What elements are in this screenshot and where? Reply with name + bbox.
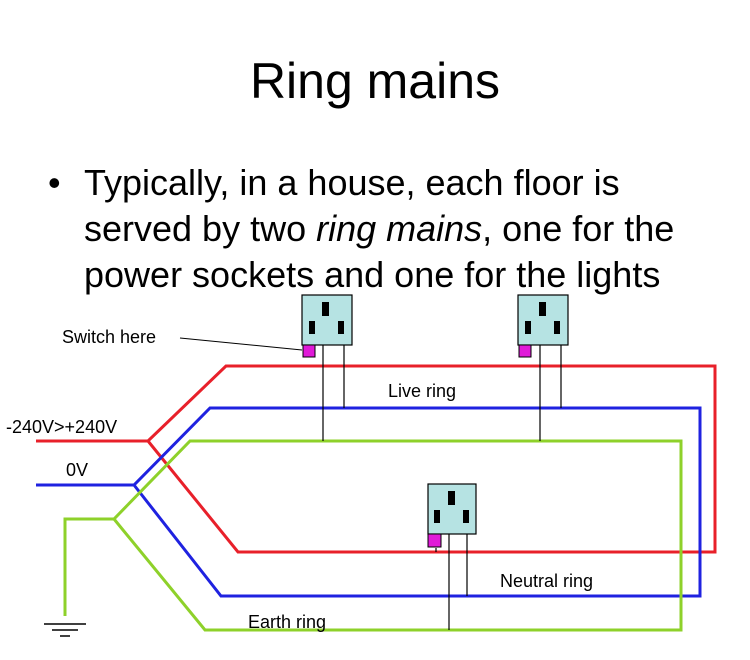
pin-icon [463, 510, 469, 523]
socket-top-left [301, 294, 353, 358]
pin-icon [554, 321, 560, 334]
neutral-ring-wire [36, 406, 702, 598]
pin-icon [338, 321, 344, 334]
switch-label: Switch here [62, 327, 156, 347]
live-ring-wire [36, 364, 717, 554]
earth-ground-symbol [44, 623, 86, 637]
neutral-ring-label: Neutral ring [500, 571, 593, 591]
switch-icon [427, 533, 442, 548]
supply-neutral-label: 0V [66, 460, 88, 480]
socket-connection-wires [322, 344, 562, 630]
bullet-line-1: Typically, in a house, each floor is [84, 162, 620, 203]
switch-icon [518, 344, 532, 358]
earth-ring-label: Earth ring [248, 612, 326, 632]
switch-pointer-line [179, 337, 303, 351]
slide-title: Ring mains [249, 53, 501, 109]
pin-icon [525, 321, 531, 334]
bullet-line-3: power sockets and one for the lights [84, 254, 661, 295]
ring-mains-emphasis: ring mains [316, 208, 483, 249]
pin-icon [309, 321, 315, 334]
bullet-line-2: served by two ring mains, one for the [84, 206, 674, 252]
pin-icon [434, 510, 440, 523]
socket-bottom [427, 483, 477, 548]
socket-top-right [517, 294, 569, 358]
earth-ring-wire [63, 439, 683, 632]
live-ring-label: Live ring [388, 381, 456, 401]
switch-icon [302, 344, 316, 358]
supply-live-label: -240V>+240V [6, 417, 117, 437]
earth-pin-icon [539, 302, 546, 316]
earth-pin-icon [322, 302, 329, 316]
bullet-symbol: • [48, 162, 61, 203]
bullet-line-2-start: served by two [84, 208, 317, 249]
bullet-line-2-end: , one for the [482, 208, 675, 249]
earth-pin-icon [448, 491, 455, 505]
